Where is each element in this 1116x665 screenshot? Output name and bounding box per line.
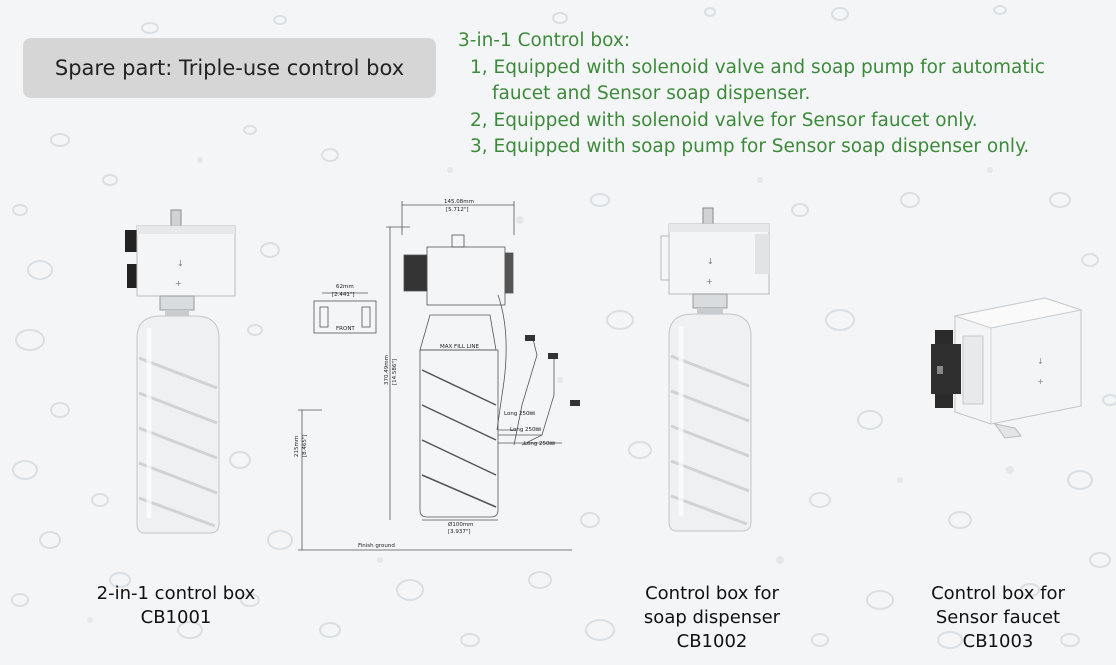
dim-height-total-in: [14.586"] xyxy=(392,359,398,385)
finish-ground-label: Finish ground xyxy=(358,543,395,549)
dim-height-mount-in: [8.465"] xyxy=(302,434,308,457)
spec-heading: 3-in-1 Control box: xyxy=(458,30,631,51)
svg-text:+: + xyxy=(706,277,713,286)
dim-base-width: Ø100mm xyxy=(448,521,474,528)
dim-inset-width-in: [2.441"] xyxy=(332,292,355,298)
spec-item-1: 1, Equipped with solenoid valve and soap… xyxy=(470,56,1045,78)
product-caption-cb1001: 2-in-1 control box CB1001 xyxy=(76,582,276,630)
product-caption-cb1003: Control box for Sensor faucet CB1003 xyxy=(898,582,1098,654)
svg-text:+: + xyxy=(175,279,182,288)
product-name: 2-in-1 control box xyxy=(96,583,256,604)
svg-text:↓: ↓ xyxy=(1037,357,1044,366)
cable-label-1: Long 250㎜ xyxy=(504,411,536,417)
cable-label-3: Long 250㎜ xyxy=(524,441,556,447)
product-image-cb1001: ↓ + xyxy=(125,209,236,534)
dim-width-top-in: [5.712"] xyxy=(446,207,469,213)
product-image-cb1003: ↓ + xyxy=(931,297,1083,439)
svg-text:+: + xyxy=(1037,377,1044,386)
dim-height-total: 370.49mm xyxy=(384,355,390,385)
product-code: CB1002 xyxy=(676,631,748,652)
product-code: CB1003 xyxy=(962,631,1034,652)
product-name: Control box for xyxy=(645,583,779,604)
spec-item-2: 2, Equipped with solenoid valve for Sens… xyxy=(470,109,978,131)
drawing-max-fill-label: MAX FILL LINE xyxy=(440,344,479,350)
product-name-continued: soap dispenser xyxy=(643,607,781,628)
product-code: CB1001 xyxy=(140,607,212,628)
product-name-continued: Sensor faucet xyxy=(935,607,1061,628)
svg-text:↓: ↓ xyxy=(707,257,714,266)
dim-inset-width: 62mm xyxy=(336,284,354,290)
spec-list: 3-in-1 Control box: 1, Equipped with sol… xyxy=(458,28,1045,161)
product-name: Control box for xyxy=(931,583,1065,604)
technical-drawing: 145.08mm [5.712"] 62mm [2.441"] FRONT MA… xyxy=(294,199,580,551)
dim-height-mount: 215mm xyxy=(294,436,300,457)
svg-text:↓: ↓ xyxy=(177,259,184,268)
dim-base-width-in: [3.937"] xyxy=(448,529,471,535)
dim-width-top: 145.08mm xyxy=(444,199,474,205)
drawing-front-label: FRONT xyxy=(336,326,355,332)
product-image-cb1002: ↓ + xyxy=(660,207,770,532)
product-caption-cb1002: Control box for soap dispenser CB1002 xyxy=(612,582,812,654)
page-title: Spare part: Triple-use control box xyxy=(23,38,436,98)
spec-item-3: 3, Equipped with soap pump for Sensor so… xyxy=(470,136,1030,157)
spec-item-1-continued: faucet and Sensor soap dispenser. xyxy=(492,83,811,104)
cable-label-2: Long 250㎜ xyxy=(510,427,542,433)
